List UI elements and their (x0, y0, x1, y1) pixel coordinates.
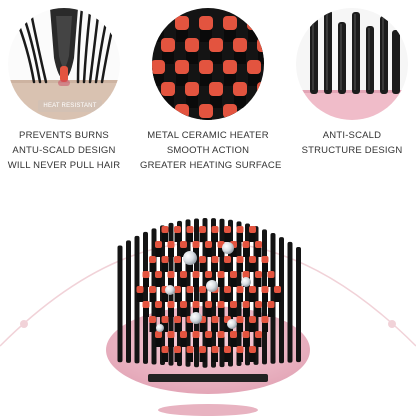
caption-line: ANTU-SCALD DESIGN (12, 145, 116, 156)
hair-brush-product-image (0, 218, 416, 416)
anti-scald-closeup (296, 8, 408, 120)
heat-resistant-badge: HEAT RESISTANT (38, 100, 102, 112)
brush-band (148, 374, 268, 382)
caption-line: SMOOTH ACTION (166, 145, 250, 156)
ceramic-bristle-grid (152, 8, 264, 120)
feature-caption-heater: METAL CERAMIC HEATER SMOOTH ACTION GREAT… (140, 128, 282, 173)
caption-line: GREATER HEATING SURFACE (140, 160, 282, 171)
heat-resistant-closeup: HEAT RESISTANT (8, 8, 120, 120)
feature-caption-structure: ANTI-SCALD STRUCTURE DESIGN (290, 128, 414, 158)
caption-line: ANTI-SCALD (322, 130, 382, 141)
caption-line: PREVENTS BURNS (19, 130, 109, 141)
caption-line: METAL CERAMIC HEATER (147, 130, 269, 141)
ceramic-heater-closeup (152, 8, 264, 120)
anti-scald-illustration (296, 8, 408, 120)
arc-dot (388, 320, 396, 328)
feature-caption-burns: PREVENTS BURNS ANTU-SCALD DESIGN WILL NE… (0, 128, 128, 173)
caption-line: WILL NEVER PULL HAIR (7, 160, 121, 171)
brush-bristles (117, 218, 301, 368)
caption-line: STRUCTURE DESIGN (301, 145, 403, 156)
arc-dot (20, 320, 28, 328)
